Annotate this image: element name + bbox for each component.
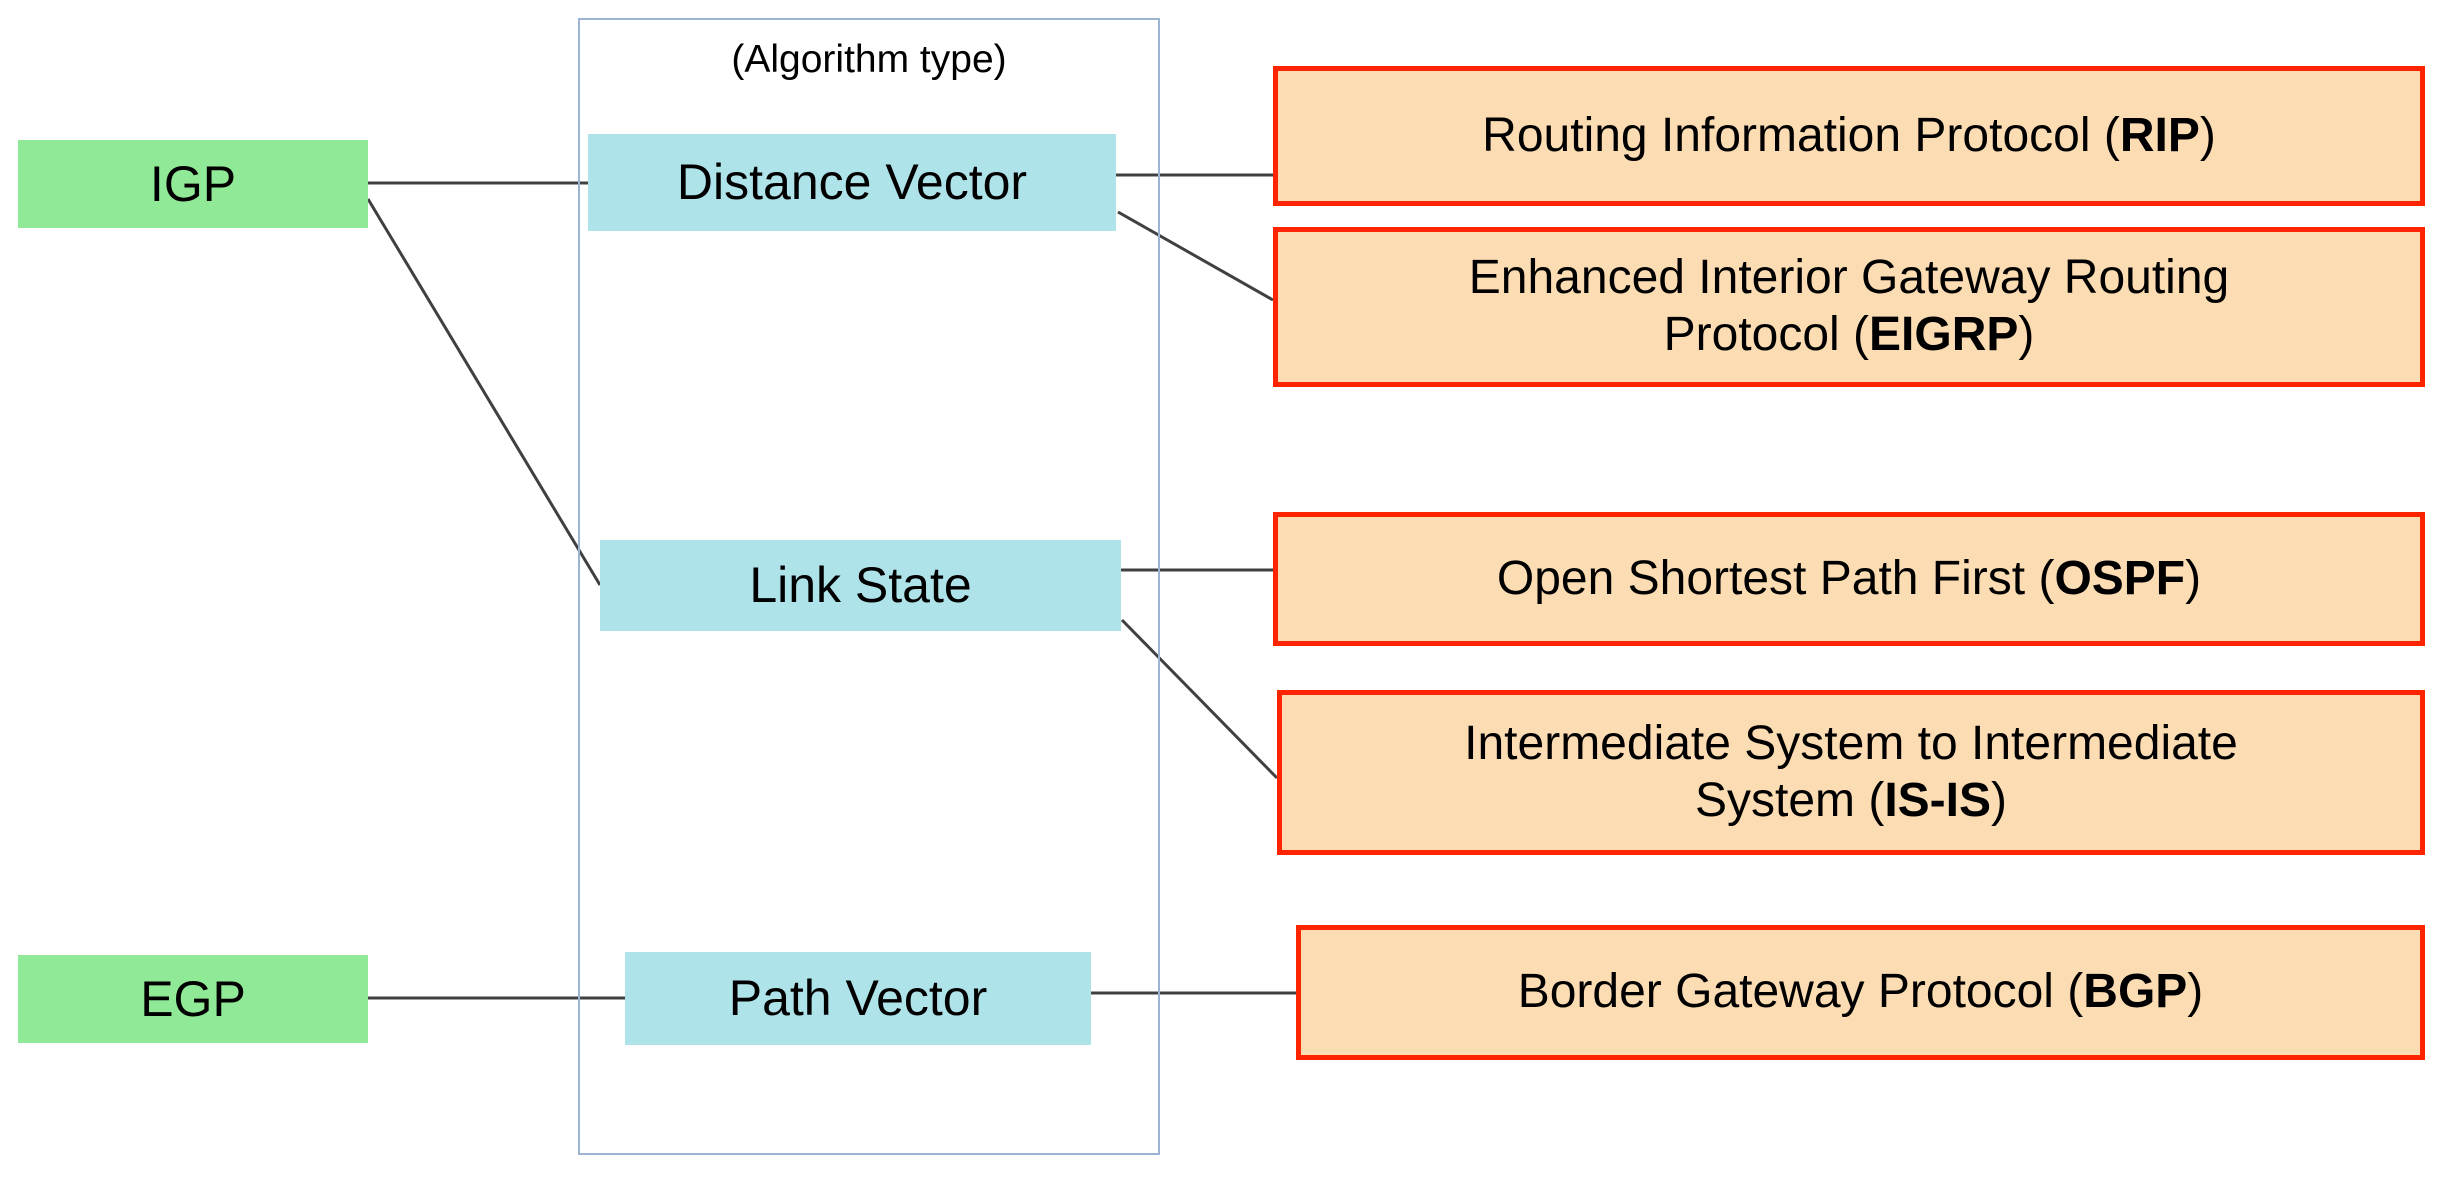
category-node-igp[interactable]: IGP [18, 140, 368, 228]
category-label-egp: EGP [140, 970, 246, 1027]
algorithm-type-group-label: (Algorithm type) [731, 38, 1007, 81]
protocol-acronym-eigrp: EIGRP [1869, 308, 2019, 361]
protocol-label-isis: Intermediate System to Intermediate Syst… [1464, 716, 2238, 827]
protocol-node-bgp[interactable]: Border Gateway Protocol (BGP) [1296, 925, 2425, 1060]
algorithm-label-link-state: Link State [749, 557, 972, 613]
algorithm-node-distance-vector[interactable]: Distance Vector [588, 134, 1116, 231]
edge-igp-link-state [366, 198, 602, 586]
algorithm-label-path-vector: Path Vector [728, 970, 988, 1026]
protocol-label-rip: Routing Information Protocol (RIP) [1482, 108, 2216, 162]
protocol-acronym-isis: IS-IS [1884, 773, 1992, 827]
protocol-acronym-ospf: OSPF [2054, 551, 2186, 605]
protocol-node-eigrp[interactable]: Enhanced Interior Gateway Routing Protoc… [1273, 227, 2425, 387]
protocol-label-ospf: Open Shortest Path First (OSPF) [1496, 551, 2202, 605]
algorithm-node-path-vector[interactable]: Path Vector [625, 952, 1091, 1045]
protocol-label-eigrp: Enhanced Interior Gateway Routing Protoc… [1468, 251, 2230, 361]
algorithm-node-link-state[interactable]: Link State [600, 540, 1121, 631]
protocol-label-bgp: Border Gateway Protocol (BGP) [1517, 965, 2204, 1019]
category-node-egp[interactable]: EGP [18, 955, 368, 1043]
protocol-node-rip[interactable]: Routing Information Protocol (RIP) [1273, 66, 2425, 206]
protocol-node-ospf[interactable]: Open Shortest Path First (OSPF) [1273, 512, 2425, 646]
category-label-igp: IGP [149, 155, 237, 212]
protocol-acronym-bgp: BGP [2083, 965, 2188, 1019]
protocol-node-isis[interactable]: Intermediate System to Intermediate Syst… [1277, 690, 2425, 855]
algorithm-type-group-box [578, 18, 1160, 1155]
protocol-acronym-rip: RIP [2119, 108, 2200, 162]
algorithm-label-distance-vector: Distance Vector [676, 154, 1028, 210]
